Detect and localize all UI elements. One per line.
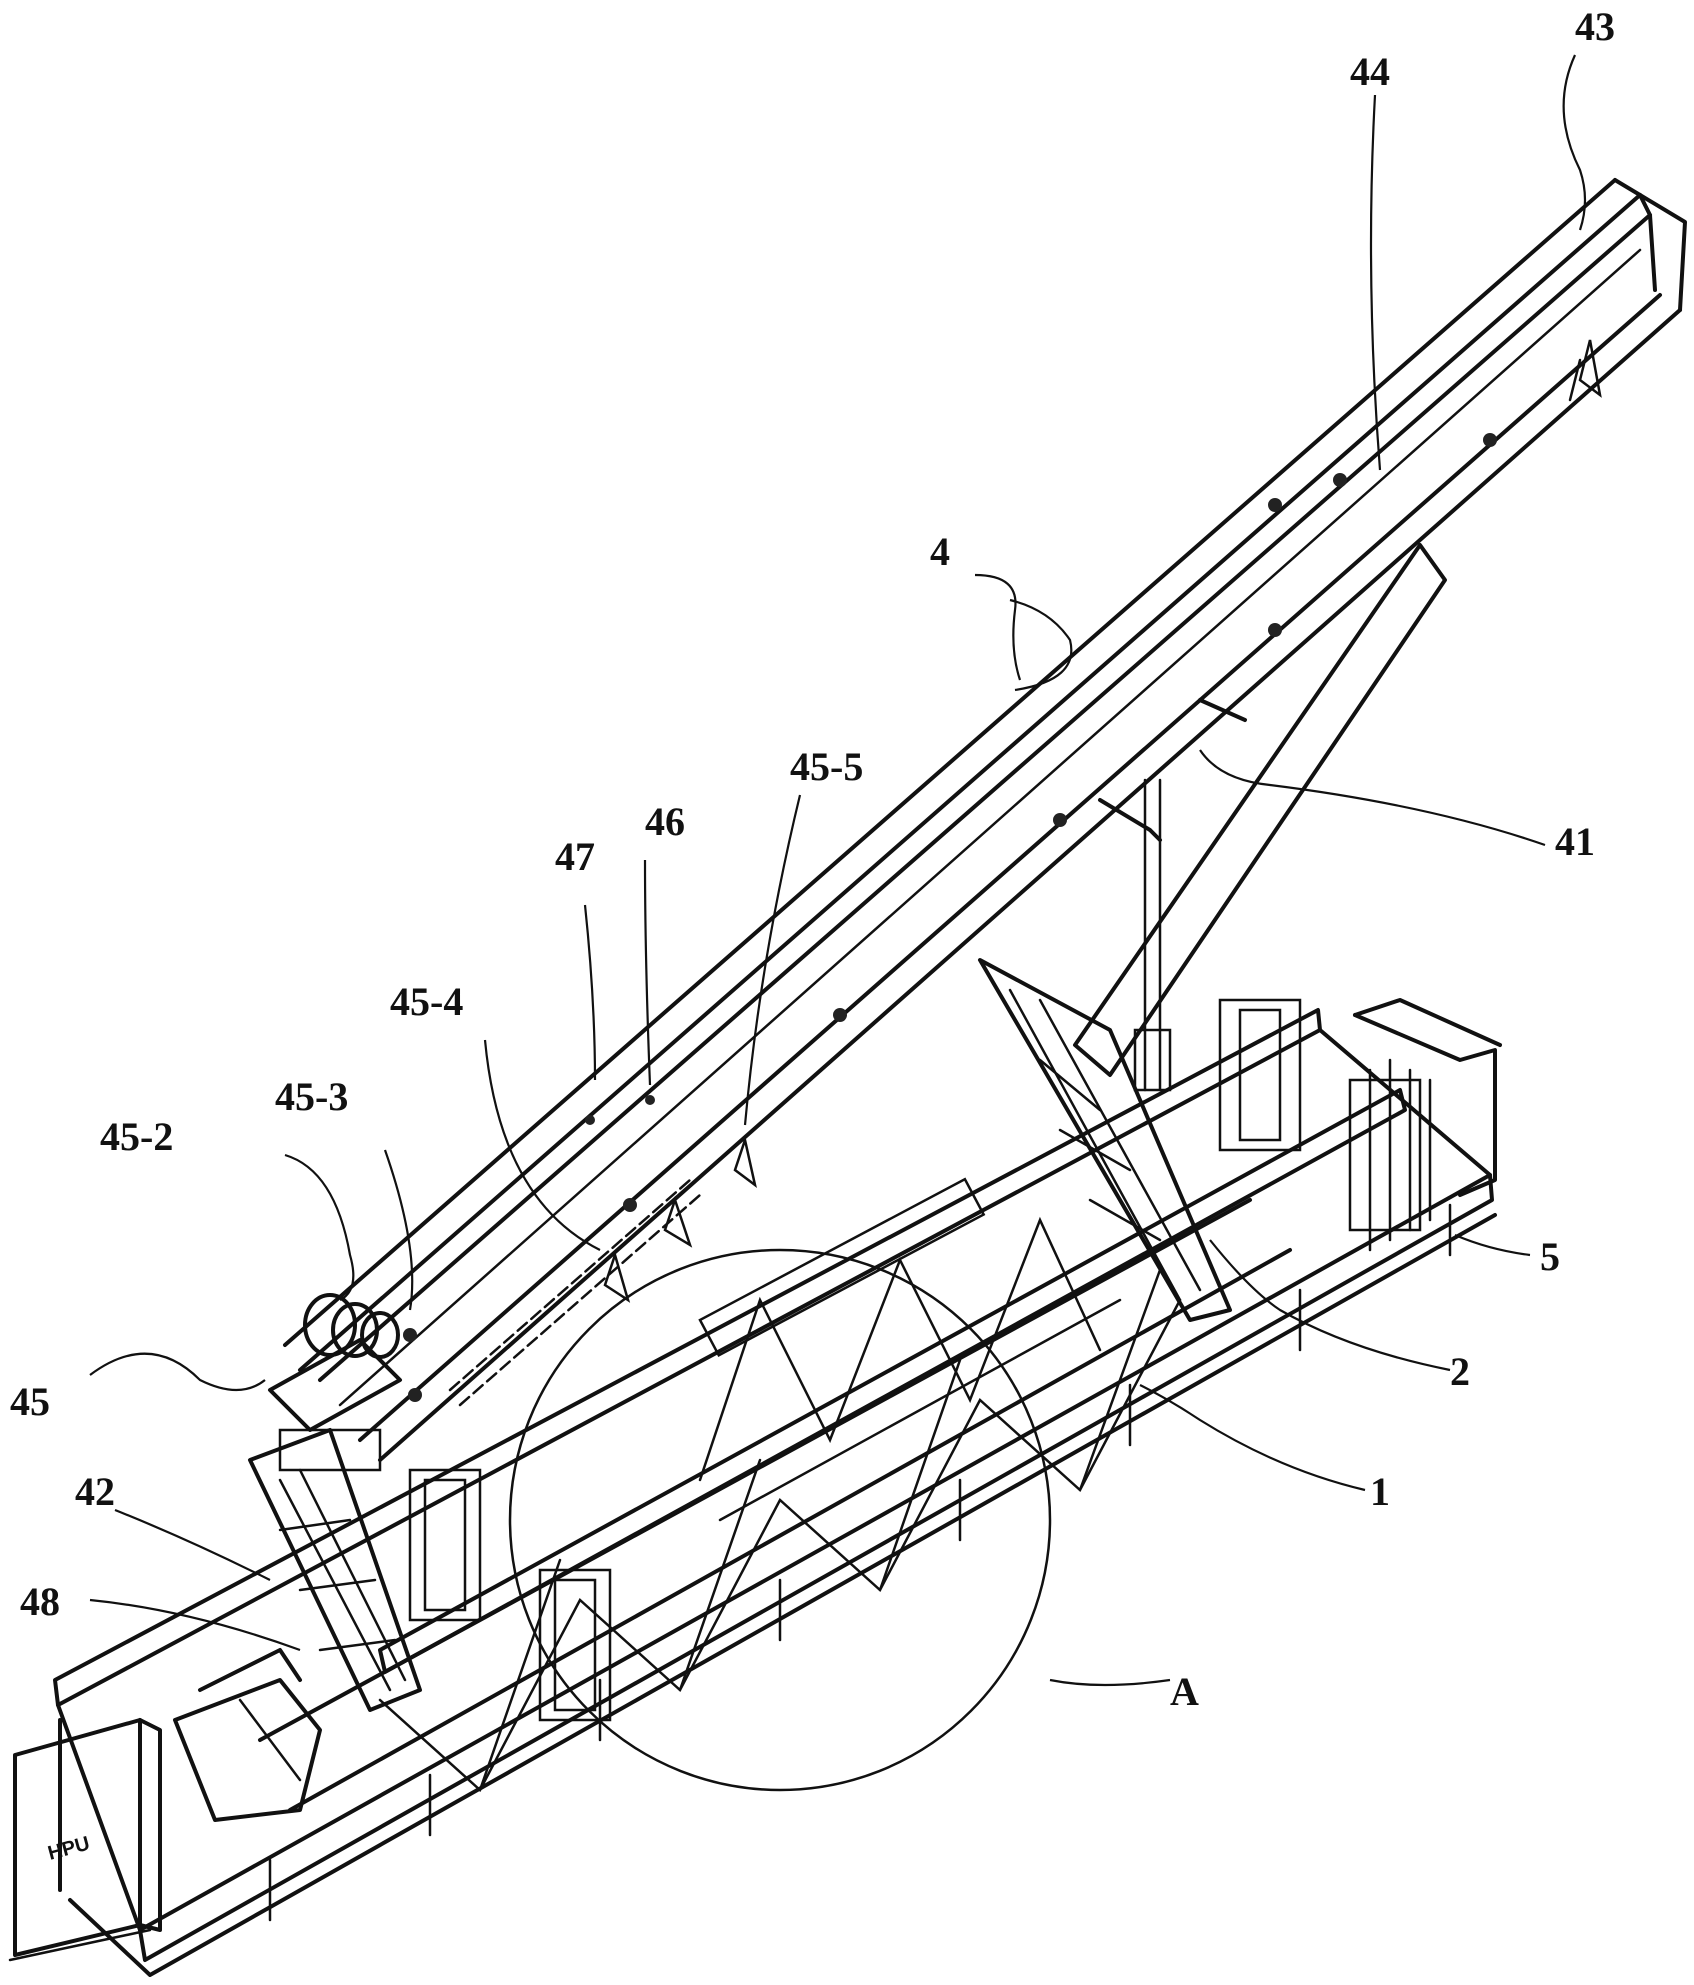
- leader-lines: [90, 55, 1585, 1685]
- label-45-3: 45-3: [275, 1074, 348, 1119]
- label-46: 46: [645, 799, 685, 844]
- label-44: 44: [1350, 49, 1390, 94]
- lower-clamp: [175, 1650, 320, 1820]
- unit-label: HPU: [46, 1833, 92, 1865]
- label-45-4: 45-4: [390, 979, 463, 1024]
- label-45-5: 45-5: [790, 744, 863, 789]
- label-1: 1: [1370, 1469, 1390, 1514]
- label-4: 4: [930, 529, 950, 574]
- label-48: 48: [20, 1579, 60, 1624]
- label-42: 42: [75, 1469, 115, 1514]
- label-2: 2: [1450, 1349, 1470, 1394]
- label-41: 41: [1555, 819, 1595, 864]
- mast-boom: [285, 180, 1685, 1460]
- support-strut: [980, 545, 1445, 1320]
- label-45-2: 45-2: [100, 1114, 173, 1159]
- label-A: A: [1170, 1669, 1199, 1714]
- label-43: 43: [1575, 4, 1615, 49]
- part-labels: 43 44 4 45-5 46 47 41 45-4 45-3 45-2 45 …: [10, 4, 1615, 1714]
- label-45: 45: [10, 1379, 50, 1424]
- hydraulic-power-unit: HPU: [10, 1720, 160, 1960]
- label-5: 5: [1540, 1234, 1560, 1279]
- base-frame: [55, 1010, 1495, 1975]
- label-47: 47: [555, 834, 595, 879]
